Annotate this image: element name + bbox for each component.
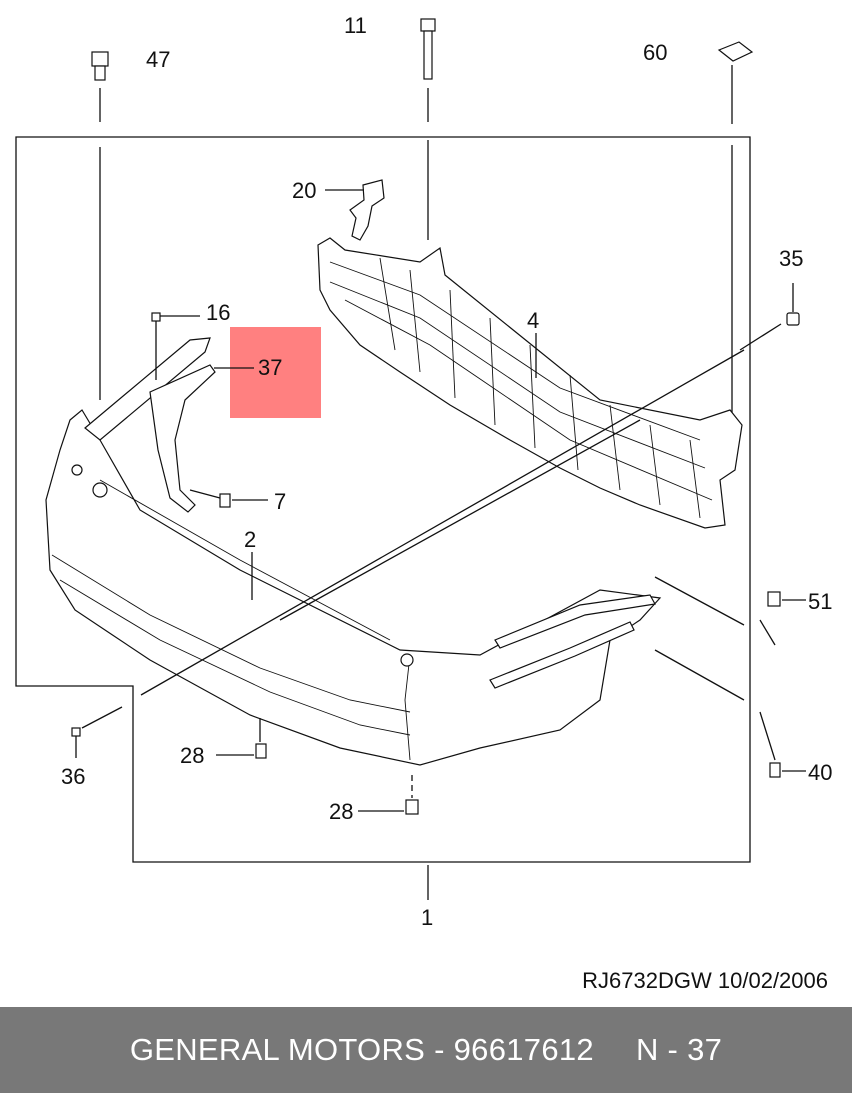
bracket-20 bbox=[349, 179, 385, 241]
callout-16: 16 bbox=[206, 300, 230, 325]
callout-28-left: 28 bbox=[180, 743, 204, 768]
callout-35: 35 bbox=[779, 246, 803, 271]
bolt-47-icon bbox=[91, 51, 109, 400]
assembly-frame bbox=[15, 136, 751, 863]
rail-16 bbox=[84, 312, 211, 441]
callout-60: 60 bbox=[643, 40, 667, 65]
callout-20: 20 bbox=[292, 178, 316, 203]
callout-7: 7 bbox=[274, 489, 286, 514]
footer-page: N - 37 bbox=[635, 1032, 723, 1067]
reference-date: 10/02/2006 bbox=[717, 968, 828, 993]
highlight-box bbox=[230, 327, 321, 418]
wheel-arch-bracket-37 bbox=[149, 364, 254, 513]
footer-part-number: 96617612 bbox=[453, 1032, 594, 1067]
reinforcement-beam-4 bbox=[317, 237, 743, 529]
screw-40-icon bbox=[759, 711, 806, 778]
callout-4: 4 bbox=[527, 308, 539, 333]
clip-28-center-icon bbox=[358, 775, 419, 815]
bolt-11-icon bbox=[420, 18, 436, 240]
callout-40: 40 bbox=[808, 760, 832, 785]
footer-banner: GENERAL MOTORS - 96617612 N - 37 bbox=[0, 1007, 852, 1093]
leader-line bbox=[654, 576, 745, 701]
callout-51: 51 bbox=[808, 589, 832, 614]
clip-28-left-icon bbox=[216, 718, 267, 759]
callout-47: 47 bbox=[146, 47, 170, 72]
leader-line bbox=[140, 349, 745, 696]
pad-60-icon bbox=[717, 41, 754, 415]
leader-line bbox=[279, 419, 641, 621]
callout-2: 2 bbox=[244, 527, 256, 552]
callout-28-center: 28 bbox=[329, 799, 353, 824]
callout-11: 11 bbox=[344, 13, 367, 38]
nut-35-icon bbox=[739, 283, 800, 351]
callout-37: 37 bbox=[258, 355, 282, 380]
callout-1: 1 bbox=[421, 905, 433, 930]
reference-code: RJ6732DGW bbox=[582, 968, 712, 993]
bumper-fascia-2 bbox=[45, 409, 662, 766]
footer-separator: - bbox=[434, 1032, 445, 1067]
callout-36: 36 bbox=[61, 764, 85, 789]
reference-stamp: RJ6732DGW 10/02/2006 bbox=[582, 968, 828, 994]
screw-36-icon bbox=[71, 706, 123, 758]
footer-brand: GENERAL MOTORS bbox=[129, 1032, 426, 1067]
clip-7-icon bbox=[189, 489, 268, 508]
parts-diagram: 11 47 60 20 35 16 37 4 7 2 51 36 28 28 4… bbox=[15, 13, 832, 930]
screw-51-icon bbox=[759, 591, 806, 646]
